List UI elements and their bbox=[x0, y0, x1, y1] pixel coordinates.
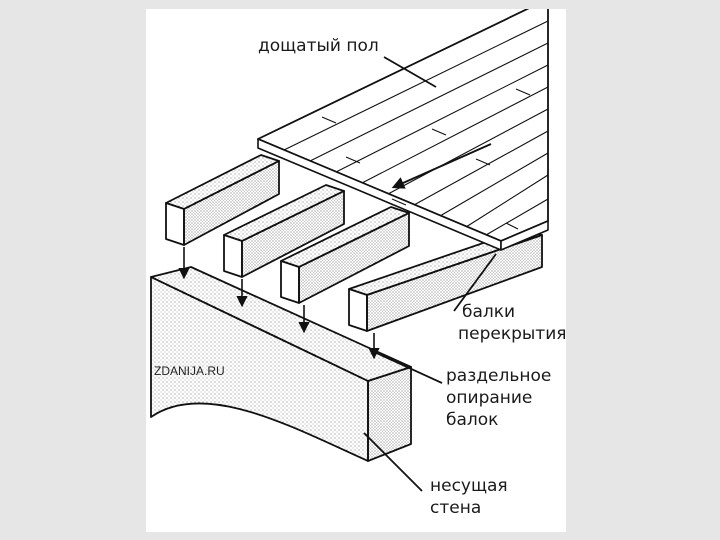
load-arrows bbox=[178, 247, 380, 360]
watermark: ZDANIJA.RU bbox=[154, 364, 225, 378]
floor-structure-drawing: дощатый пол балки перекрытия раздельное … bbox=[150, 9, 566, 518]
leader-lines bbox=[363, 56, 497, 492]
label-support-line2: опирание bbox=[446, 388, 532, 408]
floor-structure-figure: дощатый пол балки перекрытия раздельное … bbox=[146, 9, 566, 532]
label-support-line1: раздельное bbox=[446, 366, 551, 386]
label-beams-line2: перекрытия bbox=[458, 324, 566, 344]
label-plank-floor: дощатый пол bbox=[258, 36, 379, 56]
label-wall-line2: стена bbox=[430, 498, 481, 518]
label-support-line3: балок bbox=[446, 410, 498, 430]
bearing-wall bbox=[150, 266, 412, 462]
label-wall-line1: несущая bbox=[430, 476, 508, 496]
plank-floor bbox=[257, 9, 549, 251]
label-beams-line1: балки bbox=[462, 302, 515, 322]
beam-2 bbox=[223, 184, 345, 278]
beams bbox=[165, 154, 543, 332]
beam-1 bbox=[165, 154, 280, 246]
beam-3 bbox=[280, 206, 410, 304]
